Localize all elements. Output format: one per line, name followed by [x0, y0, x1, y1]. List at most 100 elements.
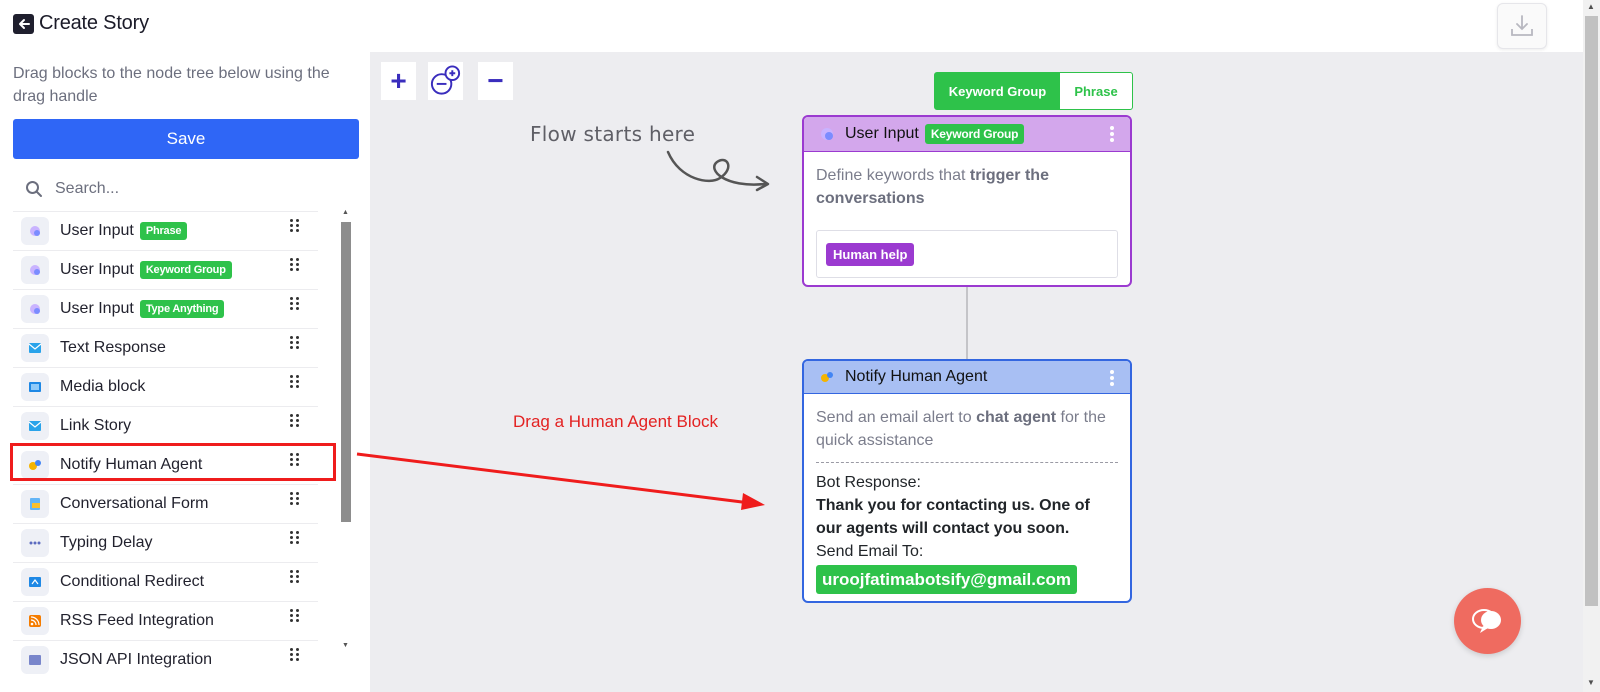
block-badge: Phrase	[139, 222, 188, 240]
scroll-down-icon[interactable]: ▼	[1587, 678, 1595, 687]
search-icon	[26, 181, 42, 197]
scroll-up-icon[interactable]: ▲	[1587, 2, 1595, 11]
blocks-sidebar: Drag blocks to the node tree below using…	[0, 52, 370, 692]
block-label: Notify Human Agent	[60, 456, 203, 473]
notify-human-agent-icon	[21, 451, 49, 479]
text-response-icon	[21, 334, 49, 362]
zoom-out-button[interactable]: −	[478, 62, 513, 100]
list-item[interactable]: Text Response	[13, 328, 318, 367]
app-header: Create Story	[0, 0, 1583, 52]
sidebar-scroll-thumb[interactable]	[341, 222, 351, 522]
flow-start-note: Flow starts here	[530, 122, 696, 146]
match-type-toggle: Keyword Group Phrase	[934, 72, 1133, 110]
block-list: User Input Phrase User Input Keyword Gro…	[13, 211, 318, 683]
list-item[interactable]: Media block	[13, 367, 318, 406]
drag-instruction-note: Drag a Human Agent Block	[513, 412, 719, 431]
keyword-tag: Human help	[826, 242, 915, 266]
node-description: Define keywords that trigger the convers…	[816, 167, 1049, 207]
drag-handle-icon[interactable]	[290, 336, 300, 350]
list-item[interactable]: User Input Keyword Group	[13, 250, 318, 289]
save-button[interactable]: Save	[13, 119, 359, 159]
bot-response-label: Bot Response:	[816, 474, 921, 491]
scroll-down-icon[interactable]: ▼	[342, 642, 349, 649]
back-button[interactable]	[13, 14, 34, 34]
search-input[interactable]	[55, 180, 335, 198]
drag-handle-icon[interactable]	[290, 492, 300, 506]
node-title: User Input	[845, 125, 919, 142]
node-connector	[966, 287, 968, 359]
list-item[interactable]: User Input Phrase	[13, 211, 318, 250]
node-header: Notify Human Agent	[804, 361, 1130, 394]
block-badge: Type Anything	[139, 300, 225, 318]
drag-handle-icon[interactable]	[290, 414, 300, 428]
highlight-box	[10, 443, 336, 481]
drag-handle-icon[interactable]	[290, 570, 300, 584]
keyword-box[interactable]: Human help	[816, 230, 1118, 278]
list-item[interactable]: Conversational Form	[13, 484, 318, 523]
drag-handle-icon[interactable]	[290, 648, 300, 662]
drag-handle-icon[interactable]	[290, 609, 300, 623]
arrow-left-icon	[18, 19, 30, 29]
block-label: Typing Delay	[60, 534, 153, 551]
drag-handle-icon[interactable]	[290, 375, 300, 389]
user-input-icon	[818, 125, 836, 143]
drag-handle-icon[interactable]	[290, 453, 300, 467]
zoom-in-icon	[430, 65, 461, 95]
list-item[interactable]: Notify Human Agent	[13, 445, 318, 484]
drag-handle-icon[interactable]	[290, 531, 300, 545]
toggle-phrase[interactable]: Phrase	[1074, 83, 1118, 99]
conditional-redirect-icon	[21, 568, 49, 596]
divider	[816, 462, 1118, 463]
page-title: Create Story	[39, 12, 149, 34]
drag-handle-icon[interactable]	[290, 297, 300, 311]
user-input-icon	[21, 217, 49, 245]
drag-handle-icon[interactable]	[290, 258, 300, 272]
media-block-icon	[21, 373, 49, 401]
notify-human-agent-icon	[818, 368, 836, 386]
curly-arrow-icon	[666, 150, 770, 192]
zoom-in-button[interactable]	[428, 62, 463, 100]
list-item[interactable]: JSON API Integration	[13, 640, 318, 679]
drag-handle-icon[interactable]	[290, 219, 300, 233]
notify-human-agent-node[interactable]: Notify Human Agent Send an email alert t…	[802, 359, 1132, 603]
send-email-label: Send Email To:	[816, 543, 924, 560]
user-input-node[interactable]: User Input Keyword Group Define keywords…	[802, 115, 1132, 287]
scroll-up-icon[interactable]: ▲	[342, 209, 349, 216]
block-label: User Input	[60, 222, 134, 239]
block-label: JSON API Integration	[60, 651, 213, 668]
email-tag: uroojfatimabotsify@gmail.com	[816, 565, 1077, 594]
sidebar-hint: Drag blocks to the node tree below using…	[13, 65, 330, 105]
page-scrollbar[interactable]: ▲ ▼	[1583, 0, 1600, 692]
sidebar-scrollbar[interactable]: ▲ ▼	[340, 209, 352, 652]
search-bar	[13, 169, 359, 209]
more-options-icon[interactable]	[1110, 370, 1114, 386]
chat-widget-button[interactable]	[1454, 588, 1521, 654]
list-item[interactable]: RSS Feed Integration	[13, 601, 318, 640]
list-item[interactable]: User Input Type Anything	[13, 289, 318, 328]
block-label: User Input	[60, 261, 134, 278]
node-body: Bot Response: Thank you for contacting u…	[816, 471, 1118, 594]
user-input-icon	[21, 256, 49, 284]
red-arrow-icon	[356, 452, 765, 510]
block-label: Media block	[60, 378, 146, 395]
user-input-icon	[21, 295, 49, 323]
node-description: Send an email alert to chat agent for th…	[816, 409, 1106, 449]
rss-feed-icon	[21, 607, 49, 635]
list-item[interactable]: Conditional Redirect	[13, 562, 318, 601]
page-scroll-thumb[interactable]	[1585, 16, 1598, 606]
toggle-keyword-group[interactable]: Keyword Group	[935, 73, 1060, 109]
download-button[interactable]	[1497, 3, 1547, 49]
block-label: User Input	[60, 300, 134, 317]
list-item[interactable]: Typing Delay	[13, 523, 318, 562]
node-title: Notify Human Agent	[845, 368, 988, 385]
add-button[interactable]: +	[381, 62, 416, 100]
block-label: Link Story	[60, 417, 132, 434]
block-badge: Keyword Group	[139, 261, 232, 279]
block-label: Conditional Redirect	[60, 573, 205, 590]
block-label: Conversational Form	[60, 495, 209, 512]
block-label: RSS Feed Integration	[60, 612, 214, 629]
chat-bubble-icon	[1471, 609, 1501, 633]
list-item[interactable]: Link Story	[13, 406, 318, 445]
more-options-icon[interactable]	[1110, 126, 1114, 142]
json-api-icon	[21, 646, 49, 674]
